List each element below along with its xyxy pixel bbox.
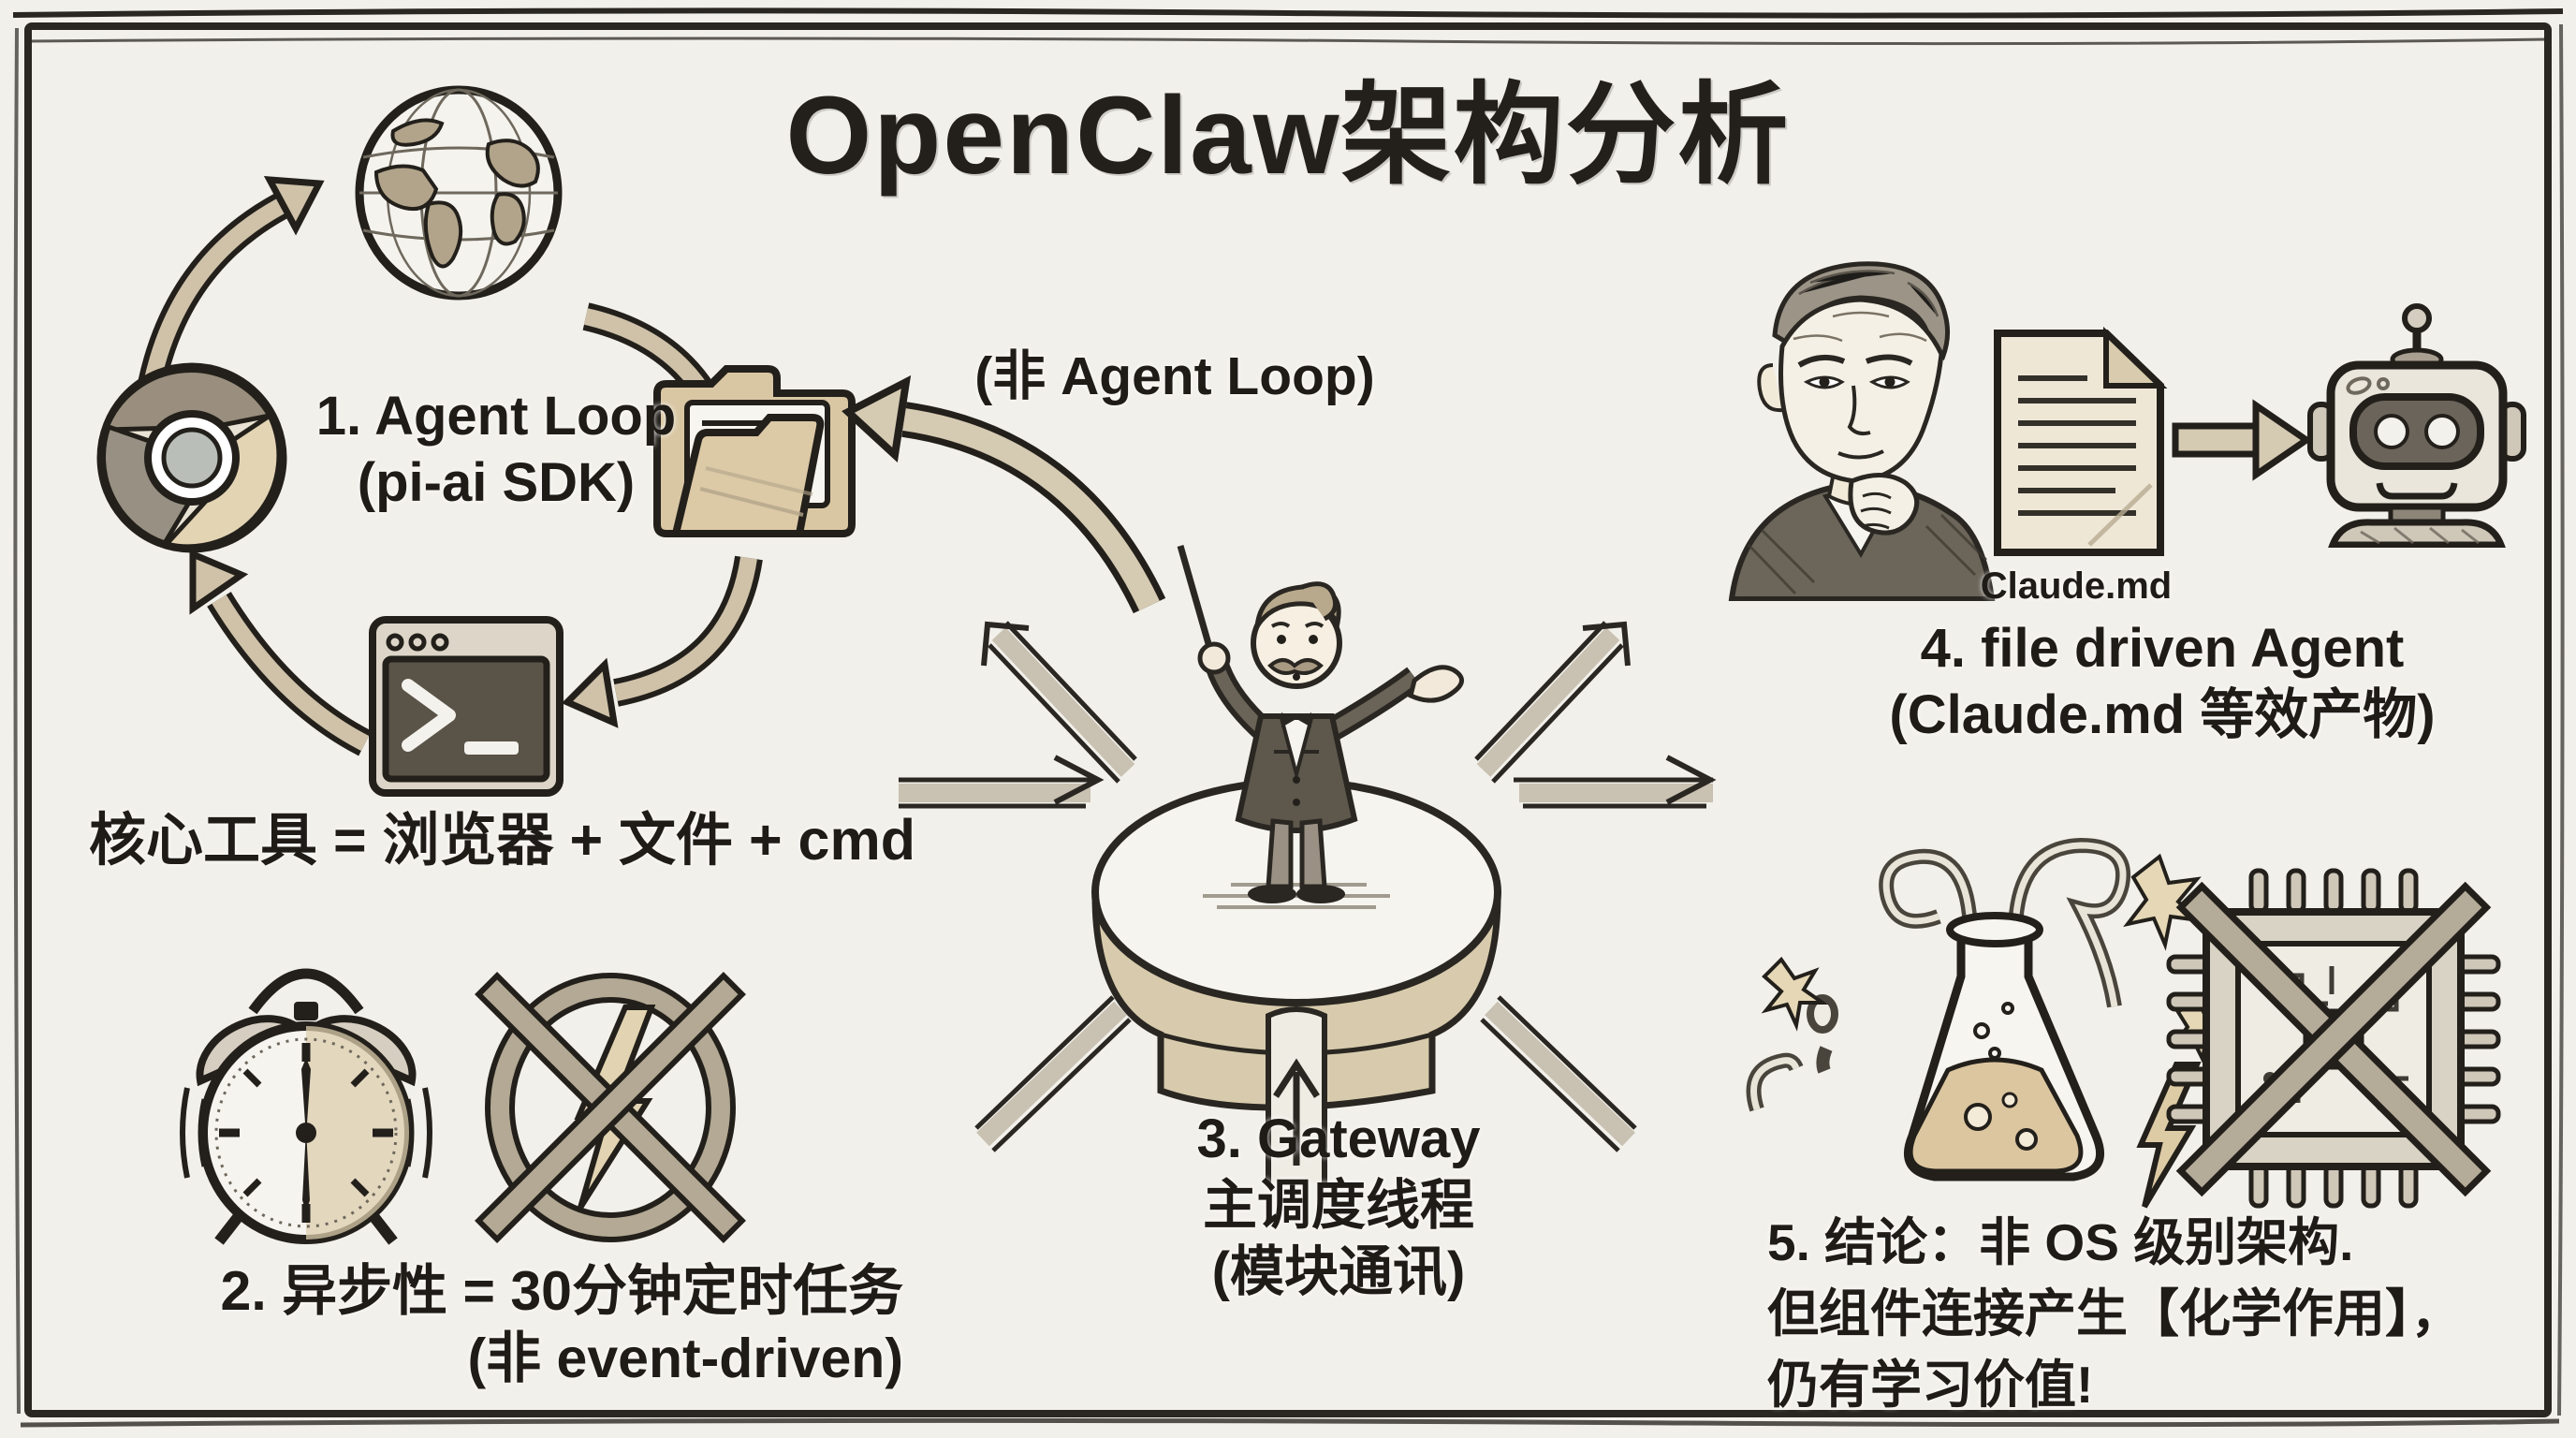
crossed-chip-icon (2166, 868, 2501, 1209)
gateway-conductor-illustration (899, 545, 1717, 1182)
chemistry-flask-icon (1746, 837, 2239, 1209)
agent-loop-label-line2: (pi-ai SDK) (357, 451, 636, 513)
alarm-clock-icon (180, 968, 432, 1245)
no-lightning-icon (475, 972, 746, 1243)
core-tools-label: 核心工具 = 浏览器 + 文件 + cmd (89, 808, 915, 872)
async-label-line2: (非 event-driven) (467, 1327, 903, 1389)
file-agent-label-line2: (Claude.md 等效产物) (1889, 683, 2436, 745)
agent-loop-label: 1. Agent Loop (pi-ai SDK) (262, 384, 730, 517)
chrome-browser-icon (96, 362, 287, 553)
file-agent-label: 4. file driven Agent (Claude.md 等效产物) (1835, 616, 2490, 749)
globe-icon (355, 85, 563, 301)
claude-md-doc-label: Claude.md (1980, 565, 2173, 607)
conclusion-label-line2: 但组件连接产生【化学作用】， (1767, 1284, 2463, 1343)
gateway-label-line1: 3. Gateway (1196, 1108, 1481, 1169)
conclusion-label: 5. 结论：非 OS 级别架构. 但组件连接产生【化学作用】， 仍有学习价值! (1767, 1208, 2535, 1421)
thinking-man-portrait (1728, 261, 1996, 601)
cycle-arrow-left-icon (189, 549, 372, 756)
gateway-label: 3. Gateway 主调度线程 (模块通讯) (1076, 1107, 1601, 1305)
non-agent-loop-label: (非 Agent Loop) (974, 346, 1375, 406)
robot-icon (2307, 303, 2526, 548)
non-agent-loop-arrow-icon (842, 374, 1166, 614)
async-label-line1: 2. 异步性 = 30分钟定时任务 (220, 1260, 903, 1322)
gateway-label-line3: (模块通讯) (1211, 1240, 1466, 1302)
cycle-arrow-down-icon (561, 555, 763, 728)
file-agent-label-line1: 4. file driven Agent (1920, 618, 2405, 679)
cycle-arrow-up-icon (138, 176, 325, 388)
agent-loop-label-line1: 1. Agent Loop (315, 386, 677, 447)
claude-md-document-icon (1994, 326, 2168, 556)
folder-icon (653, 365, 856, 537)
page-title: OpenClaw架构分析 (785, 74, 1791, 198)
conclusion-label-line3: 仍有学习价值! (1767, 1355, 2094, 1414)
gateway-label-line2: 主调度线程 (1202, 1174, 1474, 1236)
conclusion-label-line1: 5. 结论：非 OS 级别架构. (1767, 1213, 2354, 1271)
async-label: 2. 异步性 = 30分钟定时任务 (非 event-driven) (140, 1258, 903, 1393)
doc-to-robot-arrow-icon (2172, 399, 2313, 481)
terminal-icon (369, 616, 564, 797)
